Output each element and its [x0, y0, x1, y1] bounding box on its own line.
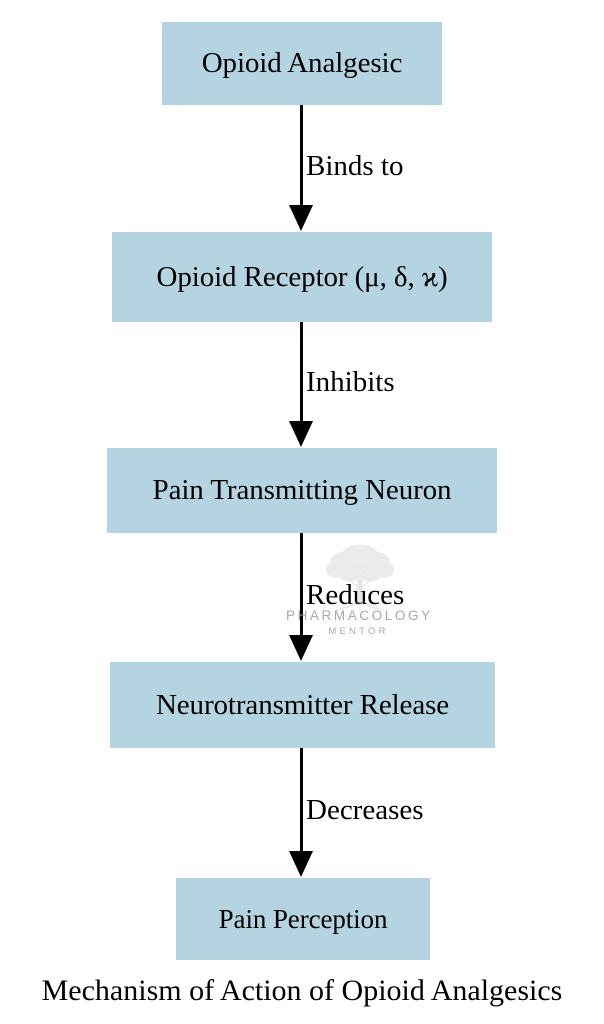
flow-node-pain-perception: Pain Perception: [176, 878, 430, 960]
flow-node-opioid-analgesic: Opioid Analgesic: [162, 22, 442, 105]
arrowhead-down-icon: [289, 421, 313, 447]
arrowhead-down-icon: [289, 635, 313, 661]
arrowhead-down-icon: [289, 205, 313, 231]
flow-node-label: Pain Perception: [218, 903, 388, 934]
tree-logo-icon: [325, 544, 395, 612]
flow-connector-decreases: Decreases: [0, 748, 604, 878]
flow-node-neurotransmitter-release: Neurotransmitter Release: [110, 662, 495, 748]
connector-label: Inhibits: [306, 366, 395, 398]
connector-line: [300, 748, 303, 853]
flow-connector-binds-to: Binds to: [0, 105, 604, 232]
connector-line: [300, 533, 303, 637]
watermark: PHARMACOLOGY MENTOR: [286, 540, 431, 640]
connector-line: [300, 105, 303, 207]
arrowhead-down-icon: [289, 851, 313, 877]
flow-connector-reduces: Reduces: [0, 533, 604, 662]
connector-label: Reduces: [306, 579, 405, 611]
diagram-caption: Mechanism of Action of Opioid Analgesics: [41, 974, 563, 1007]
flow-node-label: Neurotransmitter Release: [155, 688, 450, 721]
watermark-subtitle: MENTOR: [328, 626, 389, 637]
flow-node-label: Opioid Receptor (μ, δ, ϰ): [156, 260, 448, 293]
connector-label: Decreases: [306, 794, 424, 826]
flow-node-pain-transmitting-neuron: Pain Transmitting Neuron: [107, 448, 497, 533]
flow-node-opioid-receptor: Opioid Receptor (μ, δ, ϰ): [112, 232, 492, 322]
flow-connector-inhibits: Inhibits: [0, 322, 604, 448]
flow-node-label: Opioid Analgesic: [201, 47, 403, 79]
connector-line: [300, 322, 303, 423]
flow-node-label: Pain Transmitting Neuron: [152, 474, 452, 506]
watermark-brand: PHARMACOLOGY: [286, 608, 433, 623]
connector-label: Binds to: [306, 150, 404, 182]
